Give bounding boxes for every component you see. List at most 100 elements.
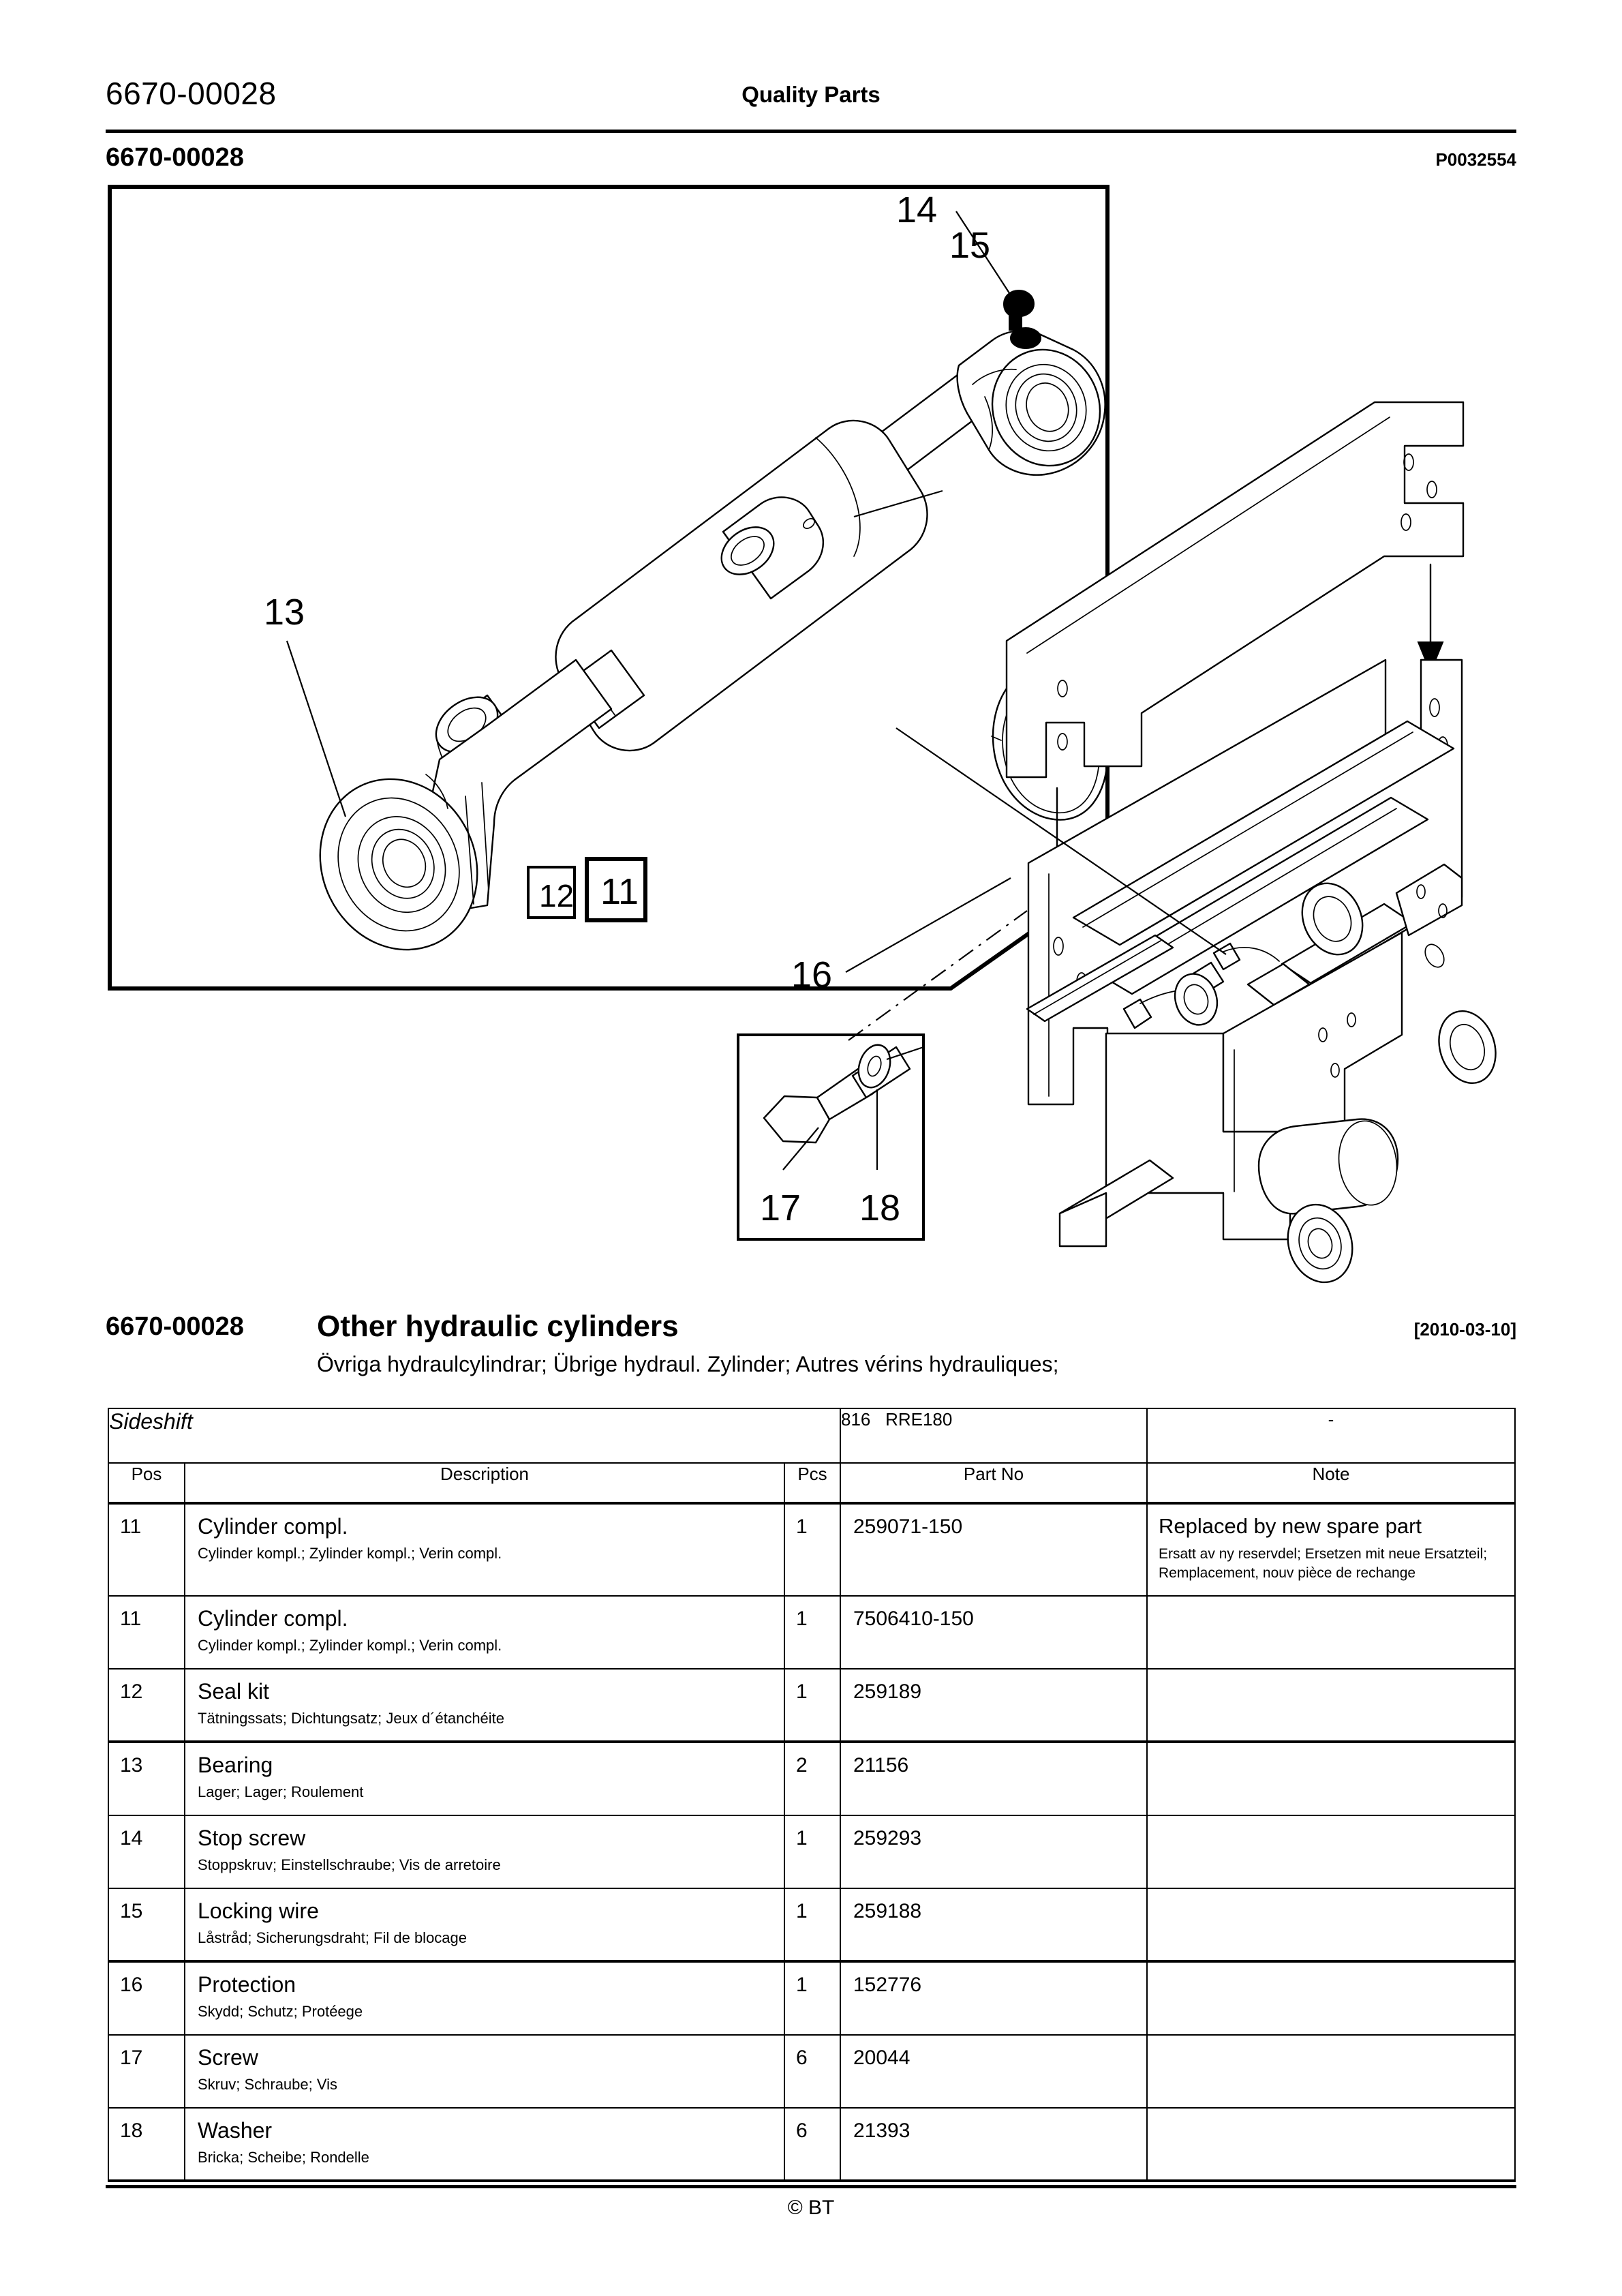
- row-part-no: 259188: [853, 1899, 922, 1922]
- section-header: 6670-00028 P0032554: [106, 143, 1516, 180]
- variant-note: -: [1146, 1408, 1516, 1464]
- row-part-no: 259071-150: [853, 1515, 963, 1538]
- protection-shield: [1005, 401, 1465, 779]
- row-description: Cylinder compl.: [198, 1605, 348, 1631]
- row-pcs: 1: [796, 1515, 808, 1538]
- callout-11: 11: [600, 871, 639, 912]
- variant-name: Sideshift: [108, 1408, 841, 1464]
- row-description: Stop screw: [198, 1825, 306, 1850]
- page-header: 6670-00028 Quality Parts: [106, 75, 1516, 123]
- page-title-translations: Övriga hydraulcylindrar; Übrige hydraul.…: [317, 1352, 1059, 1376]
- row-pos: 18: [120, 2119, 143, 2142]
- row-part-no: 259189: [853, 1680, 922, 1703]
- column-header-pcs: Pcs: [784, 1462, 841, 1504]
- header-document-code: 6670-00028: [106, 76, 277, 111]
- row-description-alt: Tätningssats; Dichtungsatz; Jeux d´étanc…: [198, 1709, 505, 1727]
- fastener-detail-box: 17 18: [737, 1033, 925, 1241]
- row-pos: 16: [120, 1974, 143, 1997]
- page-title: Other hydraulic cylinders: [317, 1310, 679, 1343]
- row-pos: 14: [120, 1826, 143, 1849]
- callout-13: 13: [264, 592, 305, 633]
- row-pcs: 2: [796, 1754, 808, 1777]
- row-pos: 12: [120, 1680, 143, 1703]
- title-block: 6670-00028 Other hydraulic cylinders [20…: [106, 1310, 1516, 1401]
- row-pos: 17: [120, 2046, 143, 2070]
- header-divider: [106, 130, 1516, 133]
- table-row[interactable]: 11 Cylinder compl. Cylinder kompl.; Zylin…: [108, 1595, 1516, 1670]
- row-part-no: 152776: [853, 1974, 922, 1997]
- callout-12: 12: [539, 878, 574, 913]
- row-description-alt: Låstråd; Sicherungsdraht; Fil de blocage: [198, 1929, 468, 1946]
- row-description-alt: Skydd; Schutz; Protéege: [198, 2003, 363, 2021]
- callout-17: 17: [760, 1188, 801, 1228]
- row-note: Replaced by new spare part: [1159, 1514, 1422, 1538]
- variant-model-code: 816: [841, 1409, 871, 1430]
- row-pcs: 1: [796, 1899, 808, 1922]
- row-description-alt: Lager; Lager; Roulement: [198, 1783, 364, 1801]
- row-description: Locking wire: [198, 1898, 319, 1923]
- row-part-no: 259293: [853, 1826, 922, 1849]
- column-header-description: Description: [184, 1462, 785, 1504]
- row-description: Washer: [198, 2117, 273, 2143]
- column-header-note: Note: [1146, 1462, 1516, 1504]
- variant-band-row: Sideshift 816 RRE180 -: [108, 1408, 1516, 1464]
- column-header-pos: Pos: [108, 1462, 185, 1504]
- assembly-arrow-right: [1417, 563, 1444, 674]
- callout-box-11: [585, 857, 647, 922]
- row-description: Bearing: [198, 1753, 273, 1778]
- row-pos: 11: [120, 1607, 142, 1630]
- row-pcs: 1: [796, 1680, 808, 1703]
- parts-table: Sideshift 816 RRE180 - Pos Description P…: [108, 1408, 1516, 2183]
- washer: [857, 1044, 891, 1089]
- row-part-no: 21156: [853, 1754, 909, 1777]
- row-pcs: 1: [796, 1974, 808, 1997]
- row-part-no: 21393: [853, 2119, 911, 2142]
- row-pcs: 6: [796, 2046, 808, 2070]
- drawing-number: P0032554: [1435, 149, 1516, 170]
- row-pcs: 6: [796, 2119, 808, 2142]
- row-description: Cylinder compl.: [198, 1514, 348, 1539]
- row-description: Seal kit: [198, 1678, 269, 1704]
- footer-copyright: © BT: [787, 2196, 835, 2219]
- callout-15: 15: [949, 225, 990, 266]
- row-pos: 13: [120, 1754, 143, 1777]
- table-row[interactable]: 11 Cylinder compl. Cylinder kompl.; Zylin…: [108, 1502, 1516, 1597]
- revision-date: [2010-03-10]: [1413, 1319, 1516, 1340]
- table-column-header-row: Pos Description Pcs Part No Note: [108, 1462, 1516, 1504]
- row-description: Screw: [198, 2045, 258, 2070]
- callout-14: 14: [896, 190, 937, 230]
- title-block-code: 6670-00028: [106, 1312, 244, 1341]
- header-brand-title: Quality Parts: [741, 82, 881, 107]
- row-description-alt: Bricka; Scheibe; Rondelle: [198, 2148, 369, 2166]
- parts-table-wrapper: Sideshift 816 RRE180 - Pos Description P…: [108, 1408, 1516, 2183]
- callout-18: 18: [859, 1188, 900, 1228]
- row-note-alt: Ersatt av ny reservdel; Ersetzen mit neu…: [1159, 1545, 1488, 1581]
- column-header-part-no: Part No: [840, 1462, 1148, 1504]
- row-part-no: 20044: [853, 2046, 911, 2070]
- row-pcs: 1: [796, 1826, 808, 1849]
- row-description: Protection: [198, 1972, 296, 1997]
- row-part-no: 7506410-150: [853, 1607, 974, 1630]
- row-pcs: 1: [796, 1607, 808, 1630]
- row-description-alt: Stoppskruv; Einstellschraube; Vis de arr…: [198, 1856, 501, 1874]
- carriage-assembly: [1026, 659, 1497, 1284]
- variant-model: 816 RRE180: [840, 1408, 1148, 1464]
- section-code: 6670-00028: [106, 143, 244, 172]
- callout-16: 16: [791, 954, 832, 995]
- stop-screw-detail: [1003, 289, 1041, 349]
- row-description-alt: Skruv; Schraube; Vis: [198, 2076, 338, 2094]
- callout-box-12: [527, 866, 576, 919]
- row-pos: 11: [120, 1515, 142, 1538]
- row-description-alt: Cylinder kompl.; Zylinder kompl.; Verin …: [198, 1636, 502, 1654]
- footer-divider: [106, 2185, 1516, 2188]
- row-description-alt: Cylinder kompl.; Zylinder kompl.; Verin …: [198, 1545, 502, 1562]
- exploded-view-illustration: .ln { fill:none; stroke:#000; stroke-wid…: [106, 183, 1516, 1287]
